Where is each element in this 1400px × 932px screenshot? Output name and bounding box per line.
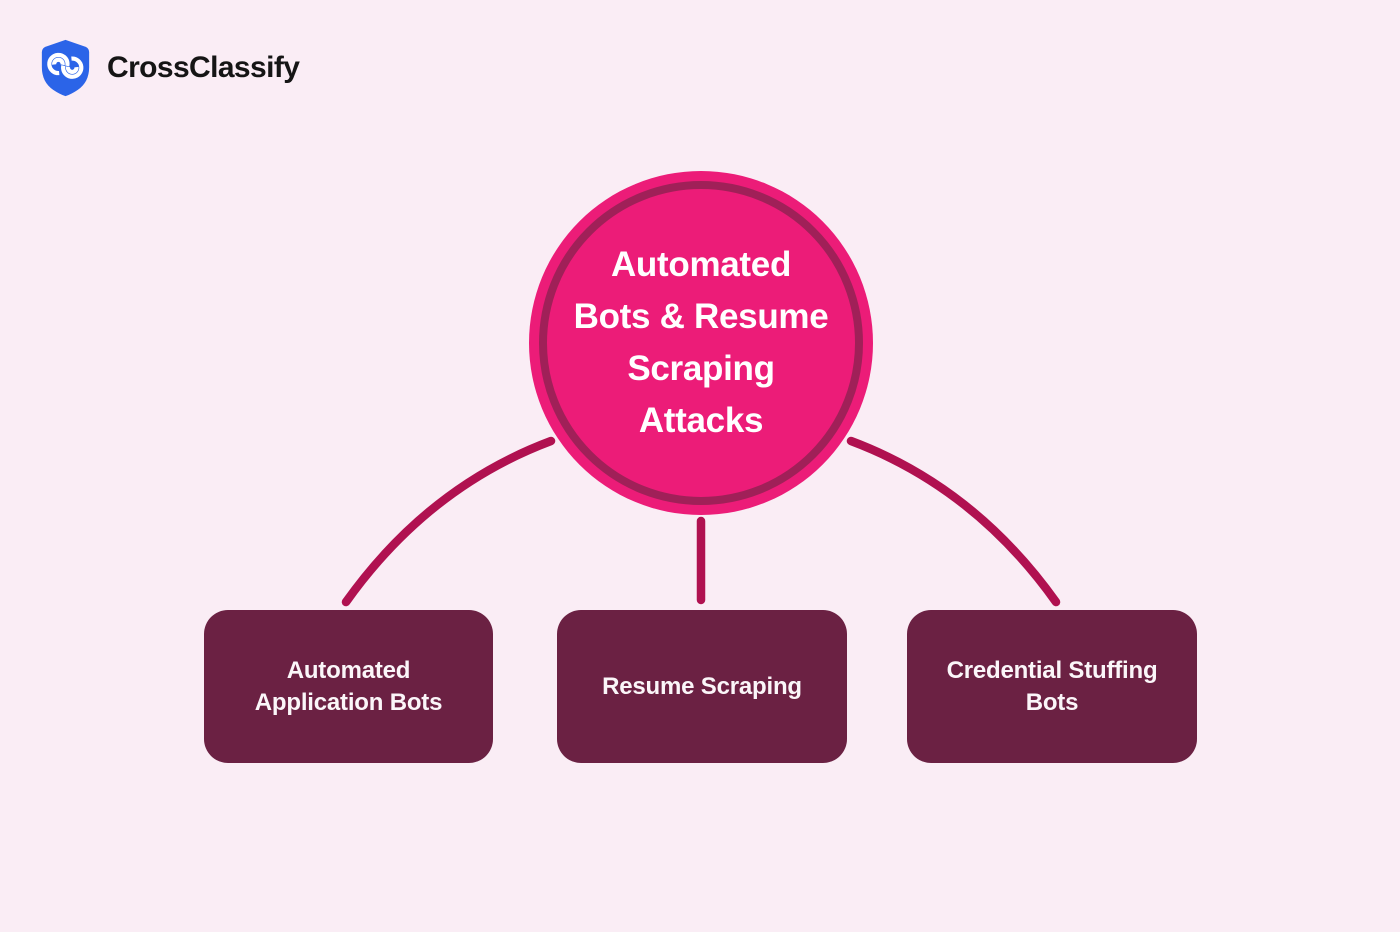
root-label-line-2: Bots & Resume bbox=[573, 297, 829, 336]
diagram-root-node: Automated Bots & Resume Scraping Attacks bbox=[529, 171, 873, 515]
child-node-resume-scraping: Resume Scraping bbox=[557, 610, 847, 763]
root-label-line-1: Automated bbox=[610, 245, 792, 284]
child-node-credential-stuffing-bots: Credential Stuffing Bots bbox=[907, 610, 1197, 763]
connector-right-curve bbox=[846, 436, 1061, 607]
brand-name: CrossClassify bbox=[107, 51, 300, 84]
crossclassify-shield-icon bbox=[41, 39, 90, 97]
child-node-label: Automated Application Bots bbox=[254, 656, 443, 716]
root-label-line-4: Attacks bbox=[638, 401, 764, 440]
child-node-label: Credential Stuffing Bots bbox=[946, 656, 1158, 716]
child-node-label: Resume Scraping bbox=[602, 672, 802, 700]
connector-left-curve bbox=[341, 436, 556, 607]
child-node-automated-application-bots: Automated Application Bots bbox=[204, 610, 493, 763]
root-node-label: Automated Bots & Resume Scraping Attacks bbox=[574, 239, 829, 447]
brand-header: CrossClassify bbox=[38, 38, 300, 98]
root-label-line-3: Scraping bbox=[627, 349, 775, 388]
